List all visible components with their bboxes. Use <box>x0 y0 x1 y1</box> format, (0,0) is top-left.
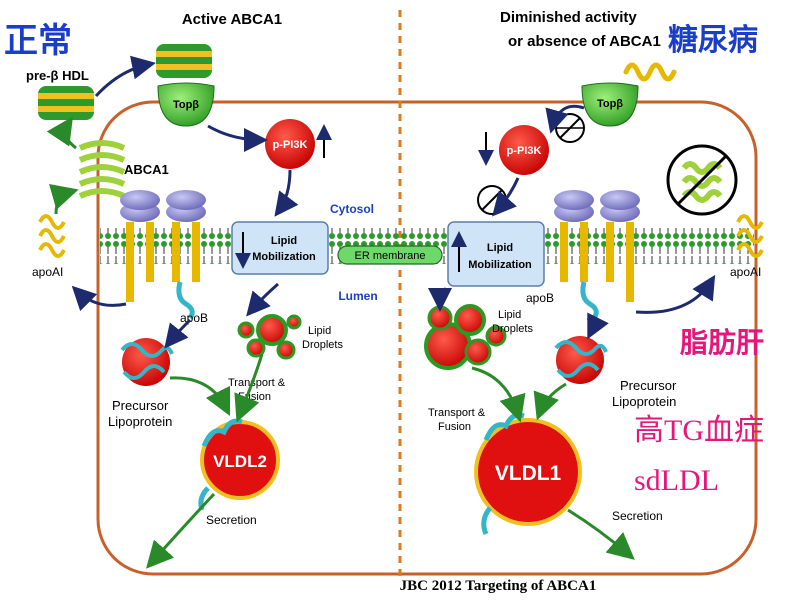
header-left: Active ABCA1 <box>182 11 282 28</box>
arrow-abca1-to-hdl <box>46 116 77 150</box>
vldl1-particle: VLDL1 <box>474 412 582 535</box>
precursor-left-l2: Lipoprotein <box>108 414 172 429</box>
transport-right-l2: Fusion <box>438 421 471 433</box>
arrow-hdl-to-top <box>94 55 156 98</box>
apoai-left-label: apoAI <box>32 265 63 279</box>
arrow-pi3k-to-lipid-right <box>492 177 520 217</box>
apoai-left-shape <box>38 214 66 258</box>
arrow-apob-to-precursor-left <box>164 318 192 349</box>
arrow-precursor-to-vldl2 <box>169 376 231 417</box>
annotation-high-tg: 高TG血症 <box>634 414 764 447</box>
arrow-pi3k-to-lipid-left <box>274 169 299 217</box>
lipid-droplets-left <box>237 314 302 360</box>
transport-left-l2: Fusion <box>238 391 271 403</box>
arrow-topb-to-pi3k-left <box>207 124 268 152</box>
lipid-mob-left-l2: Mobilization <box>252 251 316 263</box>
apoai-right-shape <box>736 214 764 258</box>
lipid-droplets-right <box>424 304 507 370</box>
corner-label-right: 糖尿病 <box>668 24 758 57</box>
arrow-lipid-to-droplets-left <box>246 282 279 317</box>
secretion-right-label: Secretion <box>612 509 663 523</box>
arrow-apob-to-precursor-right <box>586 312 609 340</box>
apoai-wave-top-right <box>623 62 677 82</box>
lipid-droplets-left-l2: Droplets <box>302 339 343 351</box>
ppi3k-right-label: p-PI3K <box>507 145 542 157</box>
header-right-line2: or absence of ABCA1 <box>508 33 661 50</box>
er-membrane-pill <box>337 245 443 265</box>
arrow-transporter-to-apoai-right <box>635 274 716 314</box>
top-beta-left: Topβ <box>157 82 215 127</box>
corner-label-left: 正常 <box>4 22 72 60</box>
citation: JBC 2012 Targeting of ABCA1 <box>400 578 597 594</box>
annotation-fatty-liver: 脂肪肝 <box>680 327 764 358</box>
vldl2-label: VLDL2 <box>213 452 267 471</box>
apob-right-label: apoB <box>526 291 554 305</box>
ppi3k-left-label: p-PI3K <box>273 139 308 151</box>
apob-left-label: apoB <box>180 311 208 325</box>
vldl2-particle: VLDL2 <box>198 418 280 511</box>
annotation-sdldl: sdLDL <box>634 464 719 497</box>
arrow-apoai-to-abca1 <box>48 183 79 215</box>
ppi3k-right: p-PI3K <box>478 125 549 175</box>
transport-left-l1: Transport & <box>228 377 286 389</box>
pre-beta-hdl-label: pre-β HDL <box>26 68 89 83</box>
arrow-transporter-to-apoai-left <box>71 285 127 312</box>
er-membrane-label: ER membrane <box>355 250 426 262</box>
arrow-vldl1-secretion <box>567 508 635 560</box>
pre-beta-hdl-top <box>156 44 212 78</box>
abca1-absent-symbol <box>666 144 738 216</box>
abca1-coil-left <box>78 140 126 199</box>
precursor-left-l1: Precursor <box>112 398 169 413</box>
precursor-lipoprotein-right <box>554 336 608 384</box>
lipid-mob-right-l2: Mobilization <box>468 259 532 271</box>
lipid-mob-left-l1: Lipid <box>271 235 297 247</box>
apob-strand-left <box>176 281 195 320</box>
lipid-droplets-right-l2: Droplets <box>492 323 533 335</box>
arrow-precursor-to-vldl1 <box>533 382 567 421</box>
inhibit-symbol-mid <box>477 185 507 215</box>
precursor-right-l1: Precursor <box>620 378 677 393</box>
lipid-droplets-right-l1: Lipid <box>498 309 521 321</box>
top-beta-right: Topβ <box>581 82 639 127</box>
arrow-vldl2-secretion <box>145 492 216 569</box>
lipid-mob-right-l1: Lipid <box>487 242 513 254</box>
lipid-mobilization-right: Lipid Mobilization <box>447 221 545 287</box>
transporter-right <box>554 190 640 302</box>
pre-beta-hdl-left <box>38 86 94 120</box>
precursor-right-l2: Lipoprotein <box>612 394 676 409</box>
abca1-label: ABCA1 <box>124 162 169 177</box>
lumen-label: Lumen <box>338 289 377 303</box>
transporter-left <box>120 190 206 302</box>
lipid-mobilization-left: Lipid Mobilization <box>231 221 329 275</box>
transport-right-l1: Transport & <box>428 407 486 419</box>
vldl1-label: VLDL1 <box>495 462 562 485</box>
inhibit-symbol-top <box>555 113 585 143</box>
ppi3k-left: p-PI3K <box>265 119 332 169</box>
header-right-line1: Diminished activity <box>500 9 637 26</box>
top-beta-left-label: Topβ <box>173 99 199 111</box>
secretion-left-label: Secretion <box>206 513 257 527</box>
arrow-droplets-to-vldl1 <box>471 366 526 423</box>
cytosol-label: Cytosol <box>330 202 374 216</box>
lipid-droplets-left-l1: Lipid <box>308 325 331 337</box>
arrow-droplets-to-vldl2 <box>234 353 264 423</box>
arrow-topb-to-pi3k-right <box>545 104 585 134</box>
apoai-right-label: apoAI <box>730 265 761 279</box>
top-beta-right-label: Topβ <box>597 98 623 110</box>
pathway-arrows <box>46 55 716 569</box>
arrow-lipid-to-droplets-right <box>428 287 453 312</box>
